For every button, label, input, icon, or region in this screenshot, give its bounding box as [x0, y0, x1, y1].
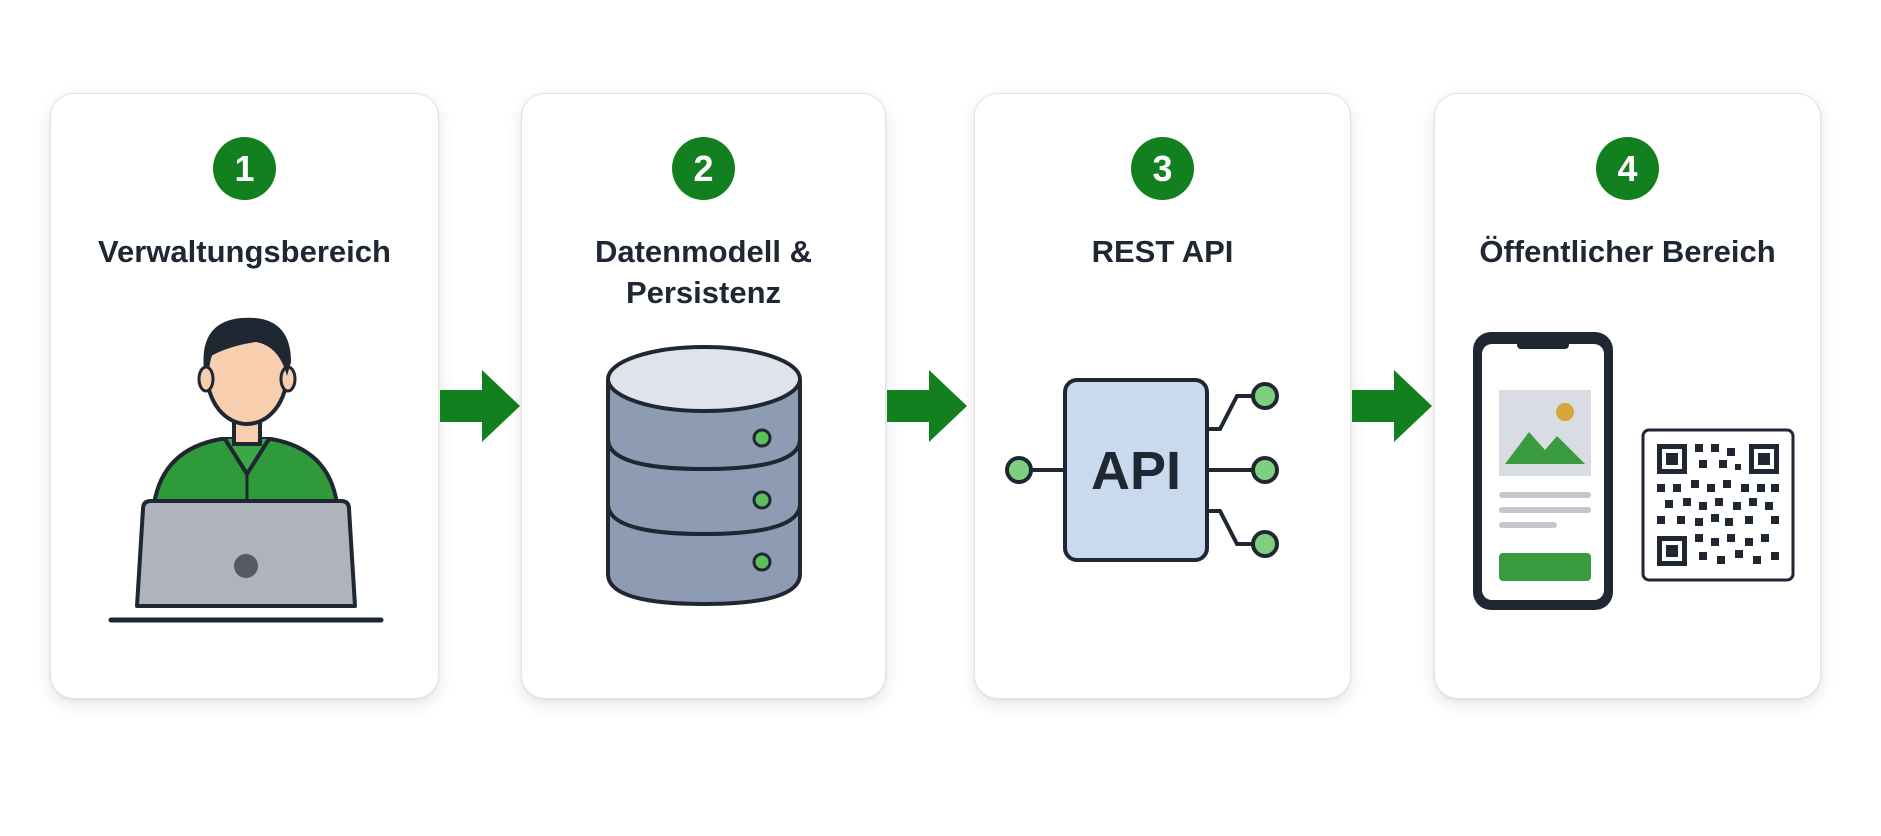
step-card-3: 3 REST API API [974, 93, 1351, 699]
step-title: Öffentlicher Bereich [1479, 234, 1776, 269]
api-label: API [1091, 441, 1181, 501]
step-card-1: 1 Verwaltungsbereich [50, 93, 439, 699]
step-title: REST API [1091, 234, 1234, 269]
api-icon: API [1005, 378, 1279, 562]
flow-arrow-icon [887, 370, 967, 442]
step-number-badge: 3 [1131, 137, 1194, 200]
admin-user-laptop-icon [108, 317, 384, 623]
flow-arrow-icon [440, 370, 520, 442]
step-number-badge: 2 [672, 137, 735, 200]
database-icon [606, 345, 802, 607]
step-title: Verwaltungsbereich [98, 234, 391, 269]
step-card-4: 4 Öffentlicher Bereich [1434, 93, 1821, 699]
step-title: Datenmodell & Persistenz [522, 231, 885, 313]
step-card-2: 2 Datenmodell & Persistenz [521, 93, 886, 699]
flow-arrow-icon [1352, 370, 1432, 442]
step-title-text: Datenmodell & Persistenz [594, 234, 813, 310]
qr-code-icon [1641, 428, 1795, 582]
step-number-badge: 4 [1596, 137, 1659, 200]
step-number-badge: 1 [213, 137, 276, 200]
smartphone-qr-icon [1473, 332, 1795, 610]
